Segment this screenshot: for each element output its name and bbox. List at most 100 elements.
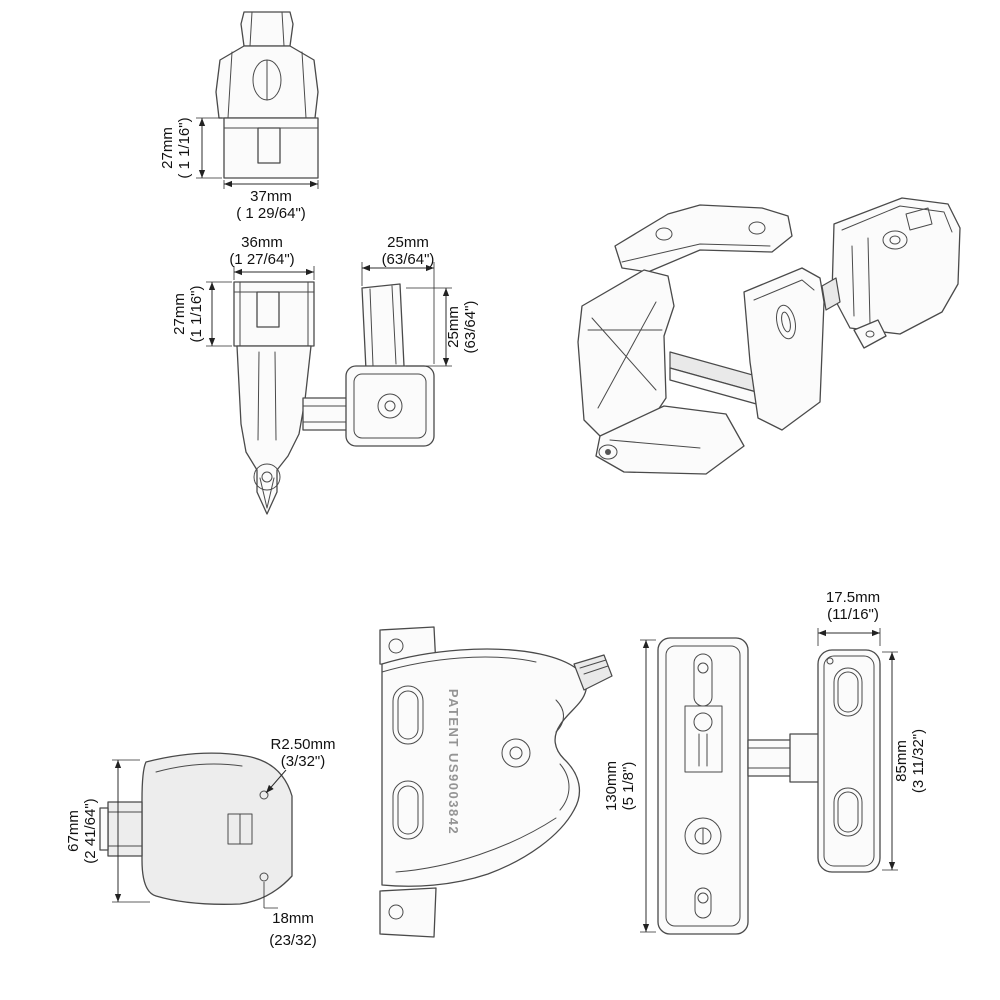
bracket-hole (655, 227, 673, 241)
pivot-circle (253, 463, 281, 491)
keeper-slot-inner (781, 311, 791, 333)
external-body-knob (821, 277, 841, 311)
body-profile-outline (141, 752, 293, 905)
figure-latch-keeper-side: 130mm (5 1/8") 17.5mm (11/16") 85mm (3 1… (603, 589, 927, 935)
dim-keeper-top-depth-mm: 25mm (387, 234, 429, 251)
extension-line (263, 882, 278, 909)
detail-line (381, 656, 537, 673)
dim-keeper-height-mm: 85mm (893, 740, 910, 782)
dim-body-height-in: (2 41/64") (82, 798, 99, 863)
keeper-side-inner (823, 655, 875, 867)
dim-latch-total-height-mm: 130mm (603, 761, 620, 811)
dim-striker-height-in: ( 1 1/16") (176, 117, 193, 178)
dim-keeper-height-in: (3 11/32") (910, 729, 927, 793)
detail-line (905, 207, 933, 231)
detail-line (753, 279, 815, 301)
bracket-hole (748, 221, 766, 235)
dim-latch-total-height-in: (5 1/8") (620, 762, 637, 811)
external-body-boss (882, 230, 908, 250)
dim-latch-top-width-in: (1 27/64") (229, 251, 294, 268)
slot-bottom-inner (397, 785, 419, 835)
mount-hole-top (388, 638, 404, 654)
detail-line (698, 733, 708, 767)
dim-keeper-width-mm: 17.5mm (826, 589, 880, 606)
keeper-slot-top-inner (837, 671, 859, 713)
dim-latch-side-height-mm: 27mm (171, 293, 188, 335)
latch-foot-iso (595, 405, 745, 475)
detail-line (249, 11, 285, 47)
slot-top-inner (397, 690, 419, 740)
dim-body-height-mm: 67mm (65, 810, 82, 852)
detail-line (587, 301, 663, 409)
extension-line (817, 628, 881, 646)
arm-collar (789, 733, 821, 783)
detail-line (841, 205, 953, 325)
extension-line (206, 281, 232, 347)
keeper-slot-bottom-inner (837, 791, 859, 833)
external-body-iso (831, 197, 961, 335)
figure-keeper-front: 27mm ( 1 1/16") 37mm ( 1 29/64") (159, 11, 319, 222)
keeper-plate-side (361, 283, 405, 371)
dim-keeper-top-depth-in: (63/64") (382, 251, 435, 268)
release-flag (573, 654, 613, 691)
detail-line (369, 285, 397, 367)
mount-tab-bottom (379, 887, 437, 938)
figure-latch-front: PATENT US9003842 (379, 626, 613, 938)
extension-line (640, 639, 656, 933)
foot-hole (598, 444, 618, 460)
dim-keeper-width-in: (11/16") (827, 606, 879, 623)
latch-arm (302, 397, 349, 431)
keeper-cap-outline (240, 11, 294, 47)
dim-edge-offset-in: (23/32) (269, 932, 317, 949)
detail-line (579, 659, 609, 675)
button-knob (107, 801, 143, 857)
mechanism-pivot (693, 712, 713, 732)
keeper-slot-top (833, 667, 863, 717)
latch-back-outline (657, 637, 749, 935)
detail-line (621, 243, 771, 263)
button-cap (99, 807, 109, 851)
dim-hole-radius-mm: R2.50mm (270, 736, 335, 753)
patent-text: PATENT US9003842 (446, 689, 461, 835)
extension-line (196, 117, 222, 179)
tab-hole (865, 330, 875, 338)
mount-hole-bottom (388, 904, 404, 920)
latch-pendulum-outline (236, 345, 312, 515)
detail-line (107, 811, 143, 847)
keeper-slot-bottom (833, 787, 863, 837)
keeper-tab (257, 127, 281, 164)
keeper-pin-hole (826, 657, 834, 665)
detail-line (302, 405, 349, 423)
dim-striker-height-mm: 27mm (159, 127, 176, 169)
figure-body-profile: 67mm (2 41/64") R2.50mm (3/32") 18mm (23… (65, 736, 336, 949)
keeper-hole-inner (384, 400, 396, 412)
detail-line (227, 51, 307, 119)
screw-hole-bottom (259, 872, 269, 882)
bottom-screw-slot (694, 887, 712, 919)
keeper-hole (377, 393, 403, 419)
pivot-boss (501, 738, 531, 768)
inner-keeper-iso (743, 267, 825, 431)
keeper-block-side (345, 365, 435, 447)
pivot-boss-inner (509, 746, 523, 760)
figure-latch-side: 36mm (1 27/64") 27mm (1 1/16") 25mm (63/… (171, 234, 479, 515)
external-body-tab (853, 319, 887, 349)
dim-latch-side-height-in: (1 1/16") (188, 285, 205, 342)
dim-keeper-side-depth-mm: 25mm (445, 306, 462, 348)
lock-cylinder (684, 817, 722, 855)
mechanism-box (684, 705, 723, 773)
dim-hole-radius-in: (3/32") (281, 753, 326, 770)
dim-edge-offset-mm: 18mm (272, 910, 314, 927)
detail-line (395, 699, 570, 873)
latch-tab (256, 291, 280, 328)
extension-line (233, 266, 315, 280)
latch-back-inner (665, 645, 741, 927)
top-slot-hole (697, 662, 709, 674)
detail-line (609, 439, 701, 449)
latch-front-outline (381, 648, 588, 887)
dim-striker-width-in: ( 1 29/64") (236, 205, 306, 222)
slot-top (392, 685, 424, 745)
dim-striker-width-mm: 37mm (250, 188, 292, 205)
